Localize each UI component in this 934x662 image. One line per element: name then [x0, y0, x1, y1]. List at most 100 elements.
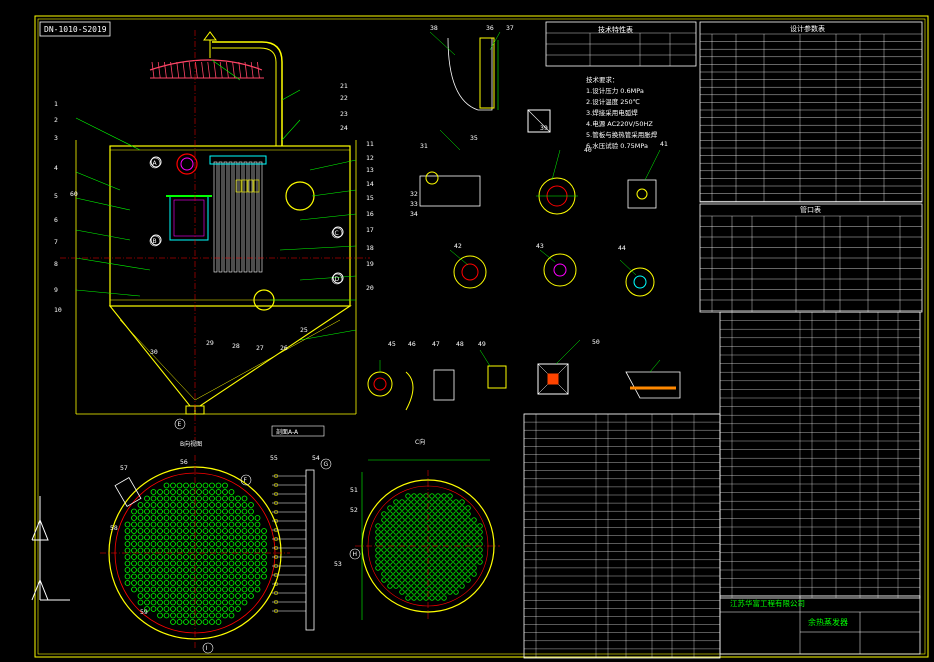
tube-hole: [471, 529, 477, 535]
tube-hole: [209, 606, 215, 612]
balloon-number: 6: [54, 216, 58, 224]
tube-hole: [131, 560, 137, 567]
fan-rib: [250, 61, 254, 79]
tube-hole: [411, 553, 417, 559]
view-marker-letter: H: [353, 551, 358, 558]
tube-hole: [447, 547, 453, 553]
tube-hole: [381, 511, 387, 517]
tube-hole: [471, 523, 477, 529]
tube-hole: [183, 482, 189, 489]
tube-hole: [176, 495, 183, 502]
tube-hole: [202, 508, 209, 515]
tube-hole: [183, 489, 189, 495]
tube-hole: [183, 534, 189, 541]
leader-line: [644, 149, 661, 181]
tube-hole: [435, 583, 441, 589]
tube-hole: [157, 528, 163, 534]
leader-line: [649, 359, 661, 373]
fan-rib: [257, 61, 260, 79]
tube-hole: [453, 577, 459, 583]
tube-stack-end: [273, 518, 279, 524]
tube-hole: [399, 535, 405, 541]
tube-hole: [417, 523, 423, 529]
tube-hole: [202, 619, 209, 625]
tube-hole: [196, 573, 202, 580]
tube-hole: [429, 517, 435, 523]
tube-hole: [417, 511, 423, 517]
fan-rib: [201, 61, 204, 79]
balloon-number: 48: [456, 340, 464, 348]
tube-hole: [228, 489, 235, 495]
tube-hole: [435, 517, 441, 523]
tube-hole: [131, 534, 137, 541]
tube-hole: [215, 580, 222, 586]
tube-hole: [170, 599, 176, 606]
note-line: 6.水压试验 0.75MPa: [586, 141, 648, 150]
tube-hole: [393, 523, 399, 529]
balloon-number: 10: [54, 306, 62, 314]
tube-hole: [387, 505, 393, 511]
tube: [233, 161, 238, 273]
tube-hole: [435, 589, 441, 595]
tube-hole: [399, 559, 405, 565]
tube-stack-end: [273, 500, 279, 506]
tube-hole: [248, 554, 254, 560]
tube-hole: [176, 489, 183, 495]
leader-line: [551, 149, 561, 181]
tube-hole: [124, 573, 131, 580]
tube-hole: [150, 599, 157, 606]
tube-hole: [447, 517, 453, 523]
tube-hole: [144, 586, 150, 593]
tube-hole: [453, 511, 459, 517]
tube-hole: [157, 502, 163, 508]
tube-hole: [417, 571, 423, 577]
tube-hole: [261, 560, 267, 567]
tube-hole: [222, 495, 228, 502]
tube-hole: [131, 521, 137, 528]
tube-hole: [131, 586, 137, 593]
tube-hole: [215, 619, 222, 625]
tube-cap: [247, 179, 254, 193]
tube-hole: [459, 499, 465, 505]
tube-bundle-side: [209, 155, 267, 273]
tube-hole: [235, 495, 241, 502]
tube-hole: [453, 583, 459, 589]
tube-hole: [241, 560, 248, 567]
tube-hole: [235, 508, 241, 515]
tube-hole: [170, 541, 176, 547]
tube-hole: [235, 541, 241, 547]
tube-hole: [241, 528, 248, 534]
tube-hole: [222, 515, 228, 521]
tube-hole: [215, 593, 222, 599]
tube-hole: [254, 541, 261, 547]
tube-hole: [441, 529, 447, 535]
tube-hole: [170, 554, 176, 560]
balloon-number: 5: [54, 192, 58, 200]
tube-hole: [215, 508, 222, 515]
tube-hole: [150, 560, 157, 567]
tube-hole: [170, 567, 176, 573]
tube-hole: [381, 577, 387, 583]
tube-hole: [261, 547, 267, 554]
plan-view-label: B向视图: [180, 440, 202, 448]
note-line: 技术要求：: [586, 75, 619, 84]
tube-hole: [417, 517, 423, 523]
tube-hole: [381, 535, 387, 541]
tube-hole: [209, 554, 215, 560]
view-marker-circle: [349, 548, 361, 560]
tube-hole: [222, 599, 228, 606]
design-param-table: 设计参数表: [699, 21, 923, 203]
tube-hole: [183, 573, 189, 580]
tube-hole: [411, 511, 417, 517]
balloon-number: 18: [366, 244, 374, 252]
tube-hole: [235, 593, 241, 599]
tube-hole: [423, 571, 429, 577]
tube-hole: [176, 599, 183, 606]
tube-hole: [222, 482, 228, 489]
note-line: 5.管板与换热管采用胀焊: [586, 130, 658, 139]
tube-hole: [176, 528, 183, 534]
tube-hole: [222, 508, 228, 515]
balloon-number: 36: [486, 24, 494, 32]
tube-hole: [196, 482, 202, 489]
tube-hole: [447, 589, 453, 595]
